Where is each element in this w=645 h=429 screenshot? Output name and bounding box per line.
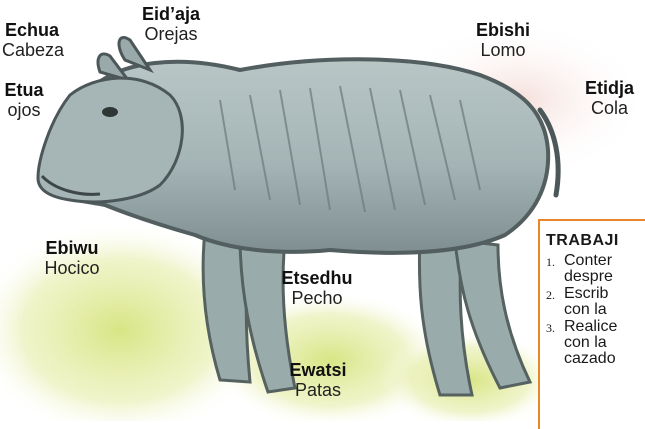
work-box-title: TRABAJI: [546, 232, 645, 250]
list-item: 2. Escrib con la: [546, 286, 645, 318]
label-head-spanish: Cabeza: [2, 40, 62, 60]
label-chest: Etsedhu Pecho: [270, 268, 364, 308]
label-ears-native: Eid’aja: [132, 4, 210, 24]
work-box-list: 1. Conter despre 2. Escrib con la 3. Rea…: [546, 253, 645, 367]
label-legs: Ewatsi Patas: [278, 360, 358, 400]
list-item-text: Realice con la cazado: [564, 319, 617, 367]
label-ears-spanish: Orejas: [132, 24, 210, 44]
label-legs-native: Ewatsi: [278, 360, 358, 380]
label-snout: Ebiwu Hocico: [26, 238, 118, 278]
eye-icon: [102, 107, 118, 117]
label-head-native: Echua: [2, 20, 62, 40]
work-box: TRABAJI 1. Conter despre 2. Escrib con l…: [538, 219, 645, 429]
label-tail-native: Etidja: [574, 78, 645, 98]
list-item-number: 2.: [546, 286, 564, 318]
label-head: Echua Cabeza: [2, 20, 62, 60]
list-item-number: 1.: [546, 253, 564, 285]
list-item: 1. Conter despre: [546, 253, 645, 285]
label-snout-native: Ebiwu: [26, 238, 118, 258]
label-chest-spanish: Pecho: [270, 288, 364, 308]
label-eyes-spanish: ojos: [2, 100, 46, 120]
list-item-number: 3.: [546, 319, 564, 367]
label-back-native: Ebishi: [468, 20, 538, 40]
label-snout-spanish: Hocico: [26, 258, 118, 278]
label-back-spanish: Lomo: [468, 40, 538, 60]
label-back: Ebishi Lomo: [468, 20, 538, 60]
list-item-text: Escrib con la: [564, 286, 608, 318]
list-item: 3. Realice con la cazado: [546, 319, 645, 367]
label-ears: Eid’aja Orejas: [132, 4, 210, 44]
label-legs-spanish: Patas: [278, 380, 358, 400]
list-item-text: Conter despre: [564, 253, 613, 285]
label-chest-native: Etsedhu: [270, 268, 364, 288]
label-eyes: Etua ojos: [2, 80, 46, 120]
label-eyes-native: Etua: [2, 80, 46, 100]
label-tail: Etidja Cola: [574, 78, 645, 118]
label-tail-spanish: Cola: [574, 98, 645, 118]
